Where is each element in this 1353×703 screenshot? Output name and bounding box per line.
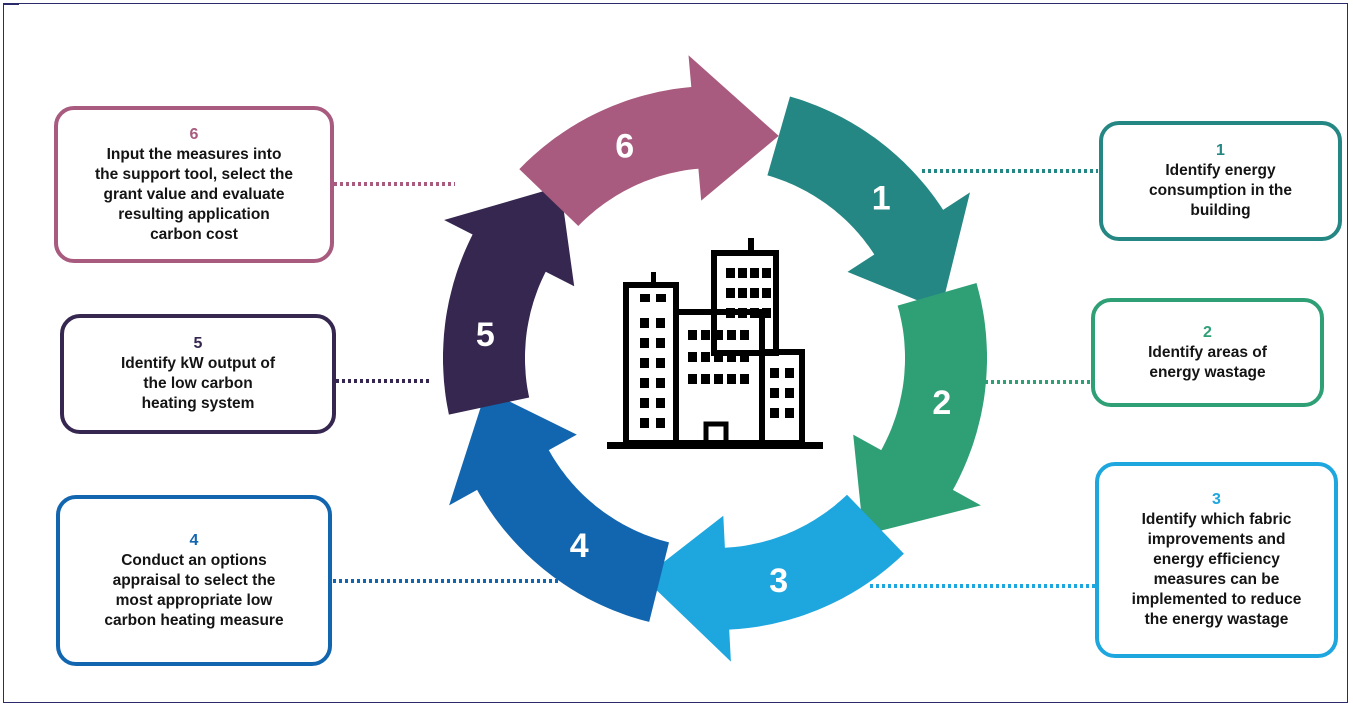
cycle-arrow-3: [643, 494, 904, 662]
window-icon: [714, 374, 723, 384]
cycle-arrow-1: [767, 96, 970, 310]
window-icon: [640, 398, 649, 408]
step-text: Conduct an options appraisal to select t…: [104, 551, 284, 629]
window-icon: [726, 268, 735, 278]
window-icon: [770, 408, 779, 418]
window-icon: [785, 388, 794, 398]
window-icon: [714, 330, 723, 340]
step-card-5: 5 Identify kW output of the low carbon h…: [60, 314, 336, 434]
window-icon: [688, 374, 697, 384]
step-card-3: 3 Identify which fabric improvements and…: [1095, 462, 1338, 658]
window-icon: [727, 374, 736, 384]
window-icon: [740, 330, 749, 340]
window-icon: [727, 352, 736, 362]
window-icon: [726, 308, 735, 318]
window-icon: [762, 308, 771, 318]
step-text: Identify energy consumption in the build…: [1149, 162, 1292, 219]
cycle-arrow-number-1: 1: [872, 180, 891, 218]
window-icon: [738, 308, 747, 318]
step-card-1: 1 Identify energy consumption in the bui…: [1099, 121, 1342, 241]
city-buildings-icon: [607, 238, 823, 449]
window-icon: [656, 318, 665, 328]
window-icon: [740, 374, 749, 384]
step-text: Identify which fabric improvements and e…: [1131, 511, 1302, 628]
cycle-arrow-2: [853, 283, 987, 535]
step-text: Identify areas of energy wastage: [1148, 343, 1267, 381]
window-icon: [640, 418, 649, 428]
step-card-6: 6 Input the measures into the support to…: [54, 106, 334, 263]
window-icon: [726, 288, 735, 298]
step-card-4: 4 Conduct an options appraisal to select…: [56, 495, 332, 666]
window-icon: [738, 268, 747, 278]
step-text: Identify kW output of the low carbon hea…: [120, 355, 276, 412]
cycle-arrow-number-3: 3: [769, 562, 788, 600]
cycle-arrow-4: [449, 390, 669, 622]
window-icon: [656, 418, 665, 428]
window-icon: [640, 358, 649, 368]
window-icon: [727, 330, 736, 340]
cycle-arrow-number-4: 4: [570, 527, 589, 565]
window-icon: [640, 378, 649, 388]
step-number: 5: [193, 335, 203, 352]
cycle-arrow-6: [519, 55, 779, 227]
window-icon: [656, 338, 665, 348]
window-icon: [640, 338, 649, 348]
window-icon: [688, 352, 697, 362]
cycle-arrow-number-5: 5: [476, 316, 495, 354]
window-icon: [656, 398, 665, 408]
step-number: 1: [1216, 142, 1225, 159]
window-icon: [762, 268, 771, 278]
window-icon: [785, 368, 794, 378]
window-icon: [701, 330, 710, 340]
step-number: 2: [1203, 323, 1212, 341]
step-text: Input the measures into the support tool…: [94, 145, 294, 243]
window-icon: [740, 352, 749, 362]
window-icon: [750, 308, 759, 318]
window-icon: [701, 374, 710, 384]
window-icon: [640, 318, 649, 328]
window-icon: [656, 378, 665, 388]
window-icon: [714, 352, 723, 362]
cycle-arrow-number-2: 2: [932, 384, 951, 422]
step-number: 4: [189, 531, 199, 549]
cycle-arrow-5: [443, 186, 575, 415]
window-icon: [762, 288, 771, 298]
window-icon: [656, 358, 665, 368]
window-icon: [701, 352, 710, 362]
frame-corner-mark: [3, 3, 19, 5]
window-icon: [750, 268, 759, 278]
cycle-diagram: 1 2 3 4 5 6: [333, 55, 1098, 662]
window-icon: [770, 368, 779, 378]
step-number: 6: [189, 125, 199, 143]
window-icon: [785, 408, 794, 418]
step-card-2: 2 Identify areas of energy wastage: [1091, 298, 1324, 407]
window-icon: [738, 288, 747, 298]
window-icon: [770, 388, 779, 398]
window-icon: [750, 288, 759, 298]
window-icon: [688, 330, 697, 340]
step-number: 3: [1212, 491, 1221, 508]
cycle-arrow-number-6: 6: [615, 127, 634, 165]
